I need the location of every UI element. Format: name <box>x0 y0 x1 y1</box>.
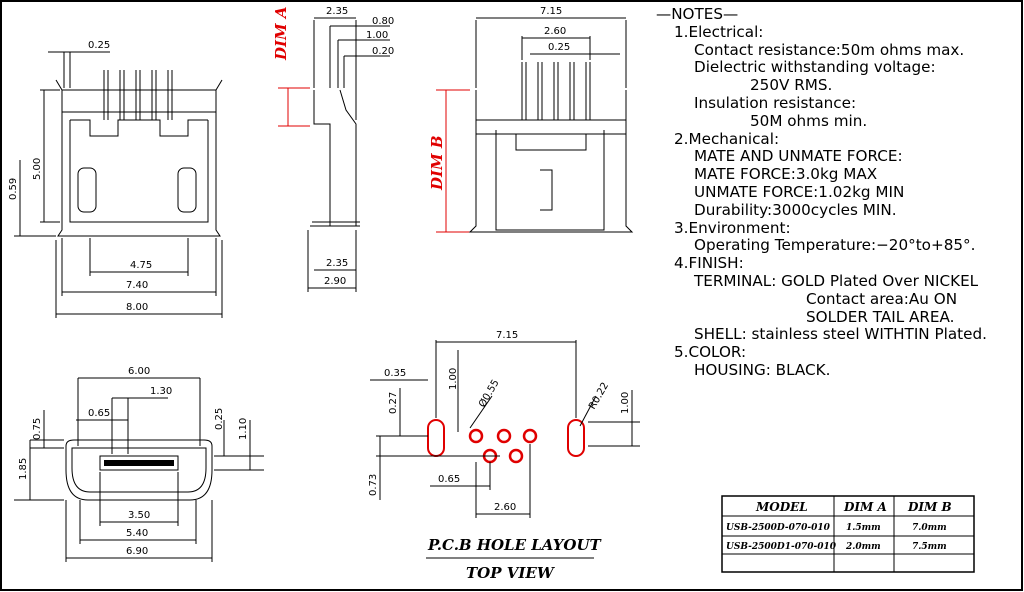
top-view-caption: TOP VIEW <box>466 564 556 582</box>
front-view: 0.25 5.00 0.59 4.75 7.40 8.00 <box>8 40 223 318</box>
right-view: DIM B 7.15 2.60 0.25 <box>428 6 634 233</box>
note-line: Operating Temperature:−20°to+85°. <box>694 236 976 255</box>
front-dim-w3: 8.00 <box>126 302 148 313</box>
dim-b-label: DIM B <box>428 135 446 191</box>
table-header-model: MODEL <box>755 500 808 514</box>
note-line: HOUSING: BLACK. <box>694 360 831 379</box>
pcb-slot-left <box>427 419 445 457</box>
note-line: Durability:3000cycles MIN. <box>694 200 897 219</box>
note-line: 250V RMS. <box>750 76 833 95</box>
front-dim-height2: 0.59 <box>8 178 19 200</box>
bottom-dim-h2: 1.85 <box>18 458 29 480</box>
side-dim-d2: 0.80 <box>372 16 394 27</box>
dim-a-label: DIM A <box>272 7 290 62</box>
note-line: Dielectric withstanding voltage: <box>694 58 936 77</box>
side-dim-b2: 2.90 <box>324 276 346 287</box>
note-line: —NOTES— <box>656 5 739 23</box>
pcb-dim-c: 0.27 <box>388 392 399 414</box>
bottom-dim-r1: 0.25 <box>214 408 225 430</box>
table-cell: 2.0mm <box>845 542 881 552</box>
table-header-dim-a: DIM A <box>843 500 887 514</box>
pcb-slot-right <box>567 419 585 457</box>
pcb-dim-hole: Ø0.55 <box>476 377 501 409</box>
pcb-hole-2 <box>496 428 512 444</box>
note-line: Contact area:Au ON <box>806 289 958 308</box>
note-line: MATE FORCE:3.0kg MAX <box>694 165 878 184</box>
bottom-view: 6.00 1.30 0.65 0.75 1.85 0.25 1.10 3.50 … <box>14 366 264 562</box>
pcb-hole-3 <box>522 428 538 444</box>
right-dim-pitch: 0.25 <box>548 42 570 53</box>
side-dim-d1: 2.35 <box>326 6 348 17</box>
table-header-dim-b: DIM B <box>907 500 952 514</box>
bottom-dim-w1: 6.00 <box>128 366 150 377</box>
bottom-dim-b1: 3.50 <box>128 510 150 521</box>
note-line: SOLDER TAIL AREA. <box>806 307 955 326</box>
pcb-caption: P.C.B HOLE LAYOUT <box>427 536 603 554</box>
side-view: DIM A 2.35 0.80 1.00 0.20 2.35 2.90 <box>272 6 394 292</box>
side-dim-d3: 1.00 <box>366 30 388 41</box>
bottom-dim-w2: 1.30 <box>150 386 172 397</box>
pcb-dim-g: 2.60 <box>494 502 516 513</box>
table-cell: USB-2500D1-070-010 <box>726 542 837 552</box>
bottom-dim-b3: 6.90 <box>126 546 148 557</box>
front-dim-w2: 7.40 <box>126 280 148 291</box>
note-line: Contact resistance:50m ohms max. <box>694 40 965 59</box>
note-line: 50M ohms min. <box>750 111 868 130</box>
pcb-dim-d: 0.73 <box>368 474 379 496</box>
note-line: UNMATE FORCE:1.02kg MIN <box>694 182 905 201</box>
table-cell: 1.5mm <box>846 523 881 533</box>
table-cell: 7.5mm <box>912 542 947 552</box>
note-line: Insulation resistance: <box>694 93 857 112</box>
side-dim-d4: 0.20 <box>372 46 394 57</box>
bottom-dim-b2: 5.40 <box>126 528 148 539</box>
pcb-dim-a: 0.35 <box>384 368 406 379</box>
bottom-dim-r2: 1.10 <box>238 418 249 440</box>
front-dim-top: 0.25 <box>88 40 110 51</box>
note-line: MATE AND UNMATE FORCE: <box>694 147 903 166</box>
note-line: 5.COLOR: <box>674 343 747 362</box>
notes-block: —NOTES—1.Electrical:Contact resistance:5… <box>656 5 1022 380</box>
pcb-hole-5 <box>508 448 524 464</box>
pcb-dim-b: 1.00 <box>448 368 459 390</box>
pcb-layout: 7.15 0.35 1.00 0.27 0.73 Ø0.55 R0.22 1.0… <box>368 330 640 582</box>
note-line: SHELL: stainless steel WITHTIN Plated. <box>694 325 987 344</box>
pcb-dim-e: 1.00 <box>620 392 631 414</box>
right-dim-w2: 2.60 <box>544 26 566 37</box>
front-dim-w1: 4.75 <box>130 260 152 271</box>
table-cell: 7.0mm <box>912 523 947 533</box>
model-table: MODEL DIM A DIM B USB-2500D-070-010 1.5m… <box>721 495 975 573</box>
note-line: 1.Electrical: <box>674 22 764 41</box>
pcb-hole-1 <box>468 428 484 444</box>
pcb-dim-f: 0.65 <box>438 474 460 485</box>
front-dim-height: 5.00 <box>32 158 43 180</box>
right-dim-w: 7.15 <box>540 6 562 17</box>
bottom-dim-h1: 0.75 <box>32 418 43 440</box>
pcb-dim-slot: R0.22 <box>587 381 611 412</box>
side-dim-b1: 2.35 <box>326 258 348 269</box>
table-cell: USB-2500D-070-010 <box>726 523 831 533</box>
pcb-dim-w: 7.15 <box>496 330 518 341</box>
bottom-dim-w3: 0.65 <box>88 408 110 419</box>
note-line: 4.FINISH: <box>674 254 744 273</box>
note-line: 3.Environment: <box>674 218 791 237</box>
note-line: 2.Mechanical: <box>674 129 780 148</box>
note-line: TERMINAL: GOLD Plated Over NICKEL <box>694 271 979 290</box>
